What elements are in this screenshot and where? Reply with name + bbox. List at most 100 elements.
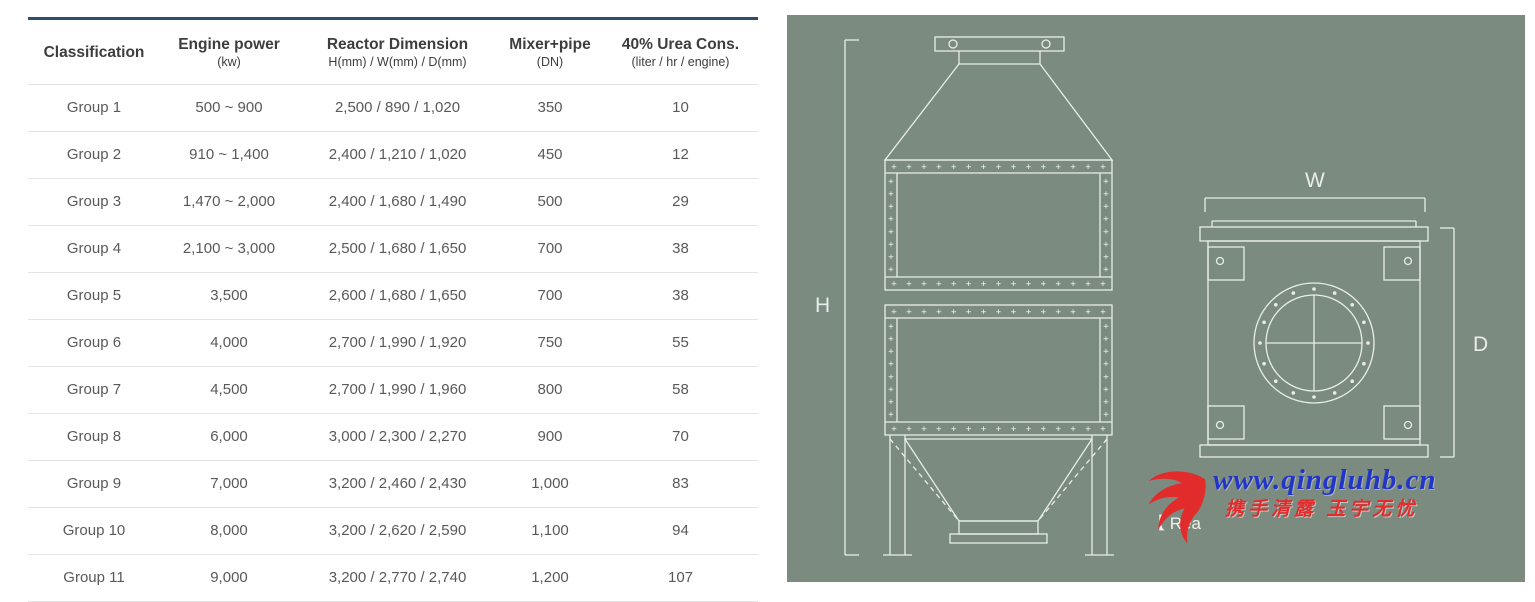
table-cell: 3,200 / 2,460 / 2,430 — [298, 460, 497, 508]
watermark: www.qingluhb.cn 携手清露 玉宇无忧 — [1131, 464, 1436, 549]
svg-text:+: + — [891, 308, 897, 318]
svg-text:+: + — [1100, 280, 1106, 290]
svg-text:+: + — [888, 190, 894, 200]
svg-text:+: + — [1011, 308, 1017, 318]
table-cell: 2,100 ~ 3,000 — [160, 225, 298, 273]
table-cell: 750 — [497, 319, 603, 367]
column-sublabel: (DN) — [536, 55, 564, 70]
column-label: Classification — [43, 44, 145, 62]
table-row: Group 1 500 ~ 900 2,500 / 890 / 1,020 35… — [28, 84, 758, 132]
svg-text:+: + — [888, 385, 894, 395]
table-cell: Group 8 — [28, 413, 160, 461]
table-cell: 3,200 / 2,770 / 2,740 — [298, 554, 497, 602]
table-cell: Group 9 — [28, 460, 160, 508]
column-sublabel: (kw) — [217, 55, 241, 70]
table-cell: 70 — [603, 413, 758, 461]
table-cell: Group 5 — [28, 272, 160, 320]
svg-text:+: + — [921, 425, 927, 435]
svg-text:+: + — [1085, 425, 1091, 435]
svg-text:+: + — [981, 280, 987, 290]
table-row: Group 11 9,000 3,200 / 2,770 / 2,740 1,2… — [28, 554, 758, 602]
svg-text:+: + — [1055, 163, 1061, 173]
table-cell: 1,000 — [497, 460, 603, 508]
svg-text:+: + — [921, 280, 927, 290]
svg-text:+: + — [936, 425, 942, 435]
svg-text:+: + — [1103, 190, 1109, 200]
svg-text:+: + — [996, 308, 1002, 318]
d-dimension-label: D — [1473, 333, 1488, 356]
reactor-diagram-panel: H — [787, 15, 1525, 582]
svg-text:+: + — [966, 425, 972, 435]
column-sublabel: H(mm) / W(mm) / D(mm) — [328, 55, 467, 70]
svg-text:+: + — [1085, 163, 1091, 173]
svg-text:+: + — [891, 280, 897, 290]
svg-text:+: + — [1026, 425, 1032, 435]
svg-text:+: + — [888, 252, 894, 262]
reactor-front-view — [844, 36, 1114, 556]
svg-text:+: + — [891, 425, 897, 435]
svg-text:+: + — [888, 215, 894, 225]
table-cell: 500 ~ 900 — [160, 84, 298, 132]
svg-text:+: + — [936, 163, 942, 173]
manhole-bolt-circles — [1258, 287, 1370, 399]
w-dimension-line — [1204, 197, 1426, 212]
h-dimension-label: H — [815, 294, 830, 317]
table-cell: Group 2 — [28, 131, 160, 179]
svg-text:+: + — [981, 425, 987, 435]
svg-text:+: + — [1026, 163, 1032, 173]
table-cell: 38 — [603, 225, 758, 273]
svg-text:+: + — [1103, 240, 1109, 250]
column-label: Reactor Dimension — [326, 36, 469, 53]
svg-text:+: + — [1085, 280, 1091, 290]
flange-bolt-marks: + + + + + + + + + + + + + + + + + + + + + + + + + + + + + + + + + + + + + + + +… — [888, 163, 1109, 435]
table-cell: 107 — [603, 554, 758, 602]
w-dimension-label: W — [1305, 169, 1325, 192]
svg-text:+: + — [936, 280, 942, 290]
svg-text:+: + — [936, 308, 942, 318]
table-cell: 700 — [497, 272, 603, 320]
table-cell: 4,500 — [160, 366, 298, 414]
svg-text:+: + — [888, 227, 894, 237]
bird-logo-icon — [1148, 471, 1206, 544]
table-cell: 350 — [497, 84, 603, 132]
table-cell: 900 — [497, 413, 603, 461]
table-cell: 2,400 / 1,680 / 1,490 — [298, 178, 497, 226]
table-cell: 83 — [603, 460, 758, 508]
table-cell: Group 11 — [28, 554, 160, 602]
svg-text:+: + — [1103, 215, 1109, 225]
table-row: Group 2 910 ~ 1,400 2,400 / 1,210 / 1,02… — [28, 131, 758, 179]
svg-text:+: + — [1100, 308, 1106, 318]
svg-text:+: + — [1055, 280, 1061, 290]
table-cell: 2,400 / 1,210 / 1,020 — [298, 131, 497, 179]
table-row: Group 7 4,500 2,700 / 1,990 / 1,960 800 … — [28, 366, 758, 414]
svg-text:+: + — [1011, 163, 1017, 173]
svg-text:+: + — [906, 425, 912, 435]
svg-text:+: + — [951, 163, 957, 173]
svg-text:+: + — [888, 177, 894, 187]
table-cell: 94 — [603, 507, 758, 555]
table-cell: Group 7 — [28, 366, 160, 414]
table-cell: Group 6 — [28, 319, 160, 367]
table-cell: 3,000 / 2,300 / 2,270 — [298, 413, 497, 461]
svg-text:+: + — [1070, 308, 1076, 318]
table-cell: 3,500 — [160, 272, 298, 320]
svg-text:+: + — [888, 347, 894, 357]
svg-text:+: + — [888, 240, 894, 250]
svg-text:+: + — [966, 308, 972, 318]
svg-text:+: + — [1103, 227, 1109, 237]
table-cell: 1,470 ~ 2,000 — [160, 178, 298, 226]
svg-text:+: + — [996, 425, 1002, 435]
table-cell: 10 — [603, 84, 758, 132]
table-cell: 2,500 / 890 / 1,020 — [298, 84, 497, 132]
svg-text:+: + — [1103, 410, 1109, 420]
svg-text:+: + — [906, 280, 912, 290]
svg-text:+: + — [1103, 385, 1109, 395]
svg-text:+: + — [888, 410, 894, 420]
svg-text:+: + — [1041, 425, 1047, 435]
svg-text:+: + — [951, 425, 957, 435]
svg-text:+: + — [1103, 347, 1109, 357]
svg-text:+: + — [921, 163, 927, 173]
svg-text:+: + — [951, 308, 957, 318]
svg-text:+: + — [1103, 335, 1109, 345]
svg-text:+: + — [1011, 425, 1017, 435]
